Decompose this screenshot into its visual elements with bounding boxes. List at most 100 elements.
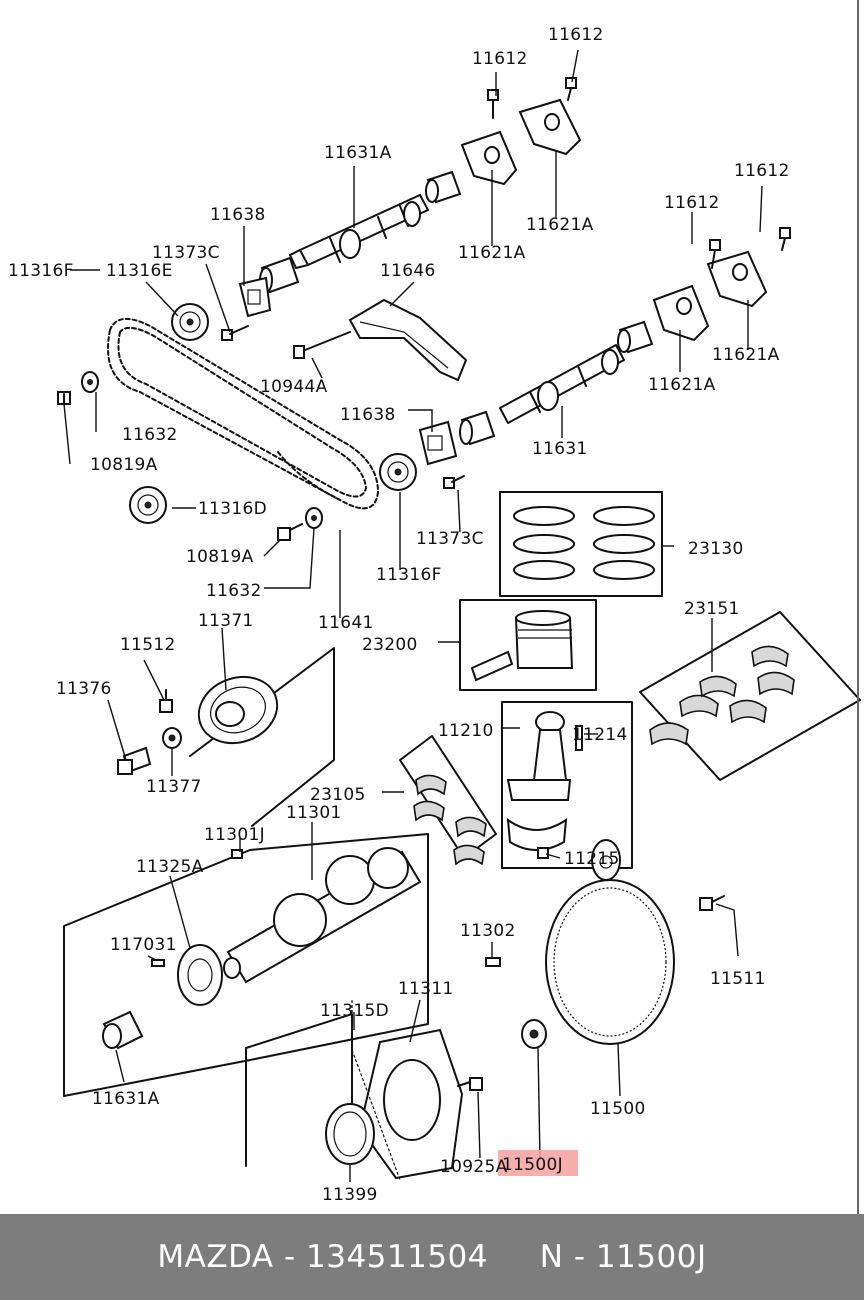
cam-cap-lower-1	[652, 284, 710, 342]
bolt-11373c-a	[221, 325, 249, 341]
piston-rings-23130	[499, 491, 663, 597]
highlight-11500j	[498, 1150, 578, 1176]
bolt-11376	[117, 746, 152, 775]
bolt-10819a-a	[57, 391, 71, 405]
label-23105: 23105	[310, 785, 366, 805]
label-11621a: 11621A	[526, 215, 594, 235]
label-11210: 11210	[438, 721, 494, 741]
label-11612: 11612	[734, 161, 790, 181]
label-10819a: 10819A	[186, 547, 254, 567]
key-11301j	[231, 849, 243, 859]
oil-seal-11399	[325, 1103, 375, 1165]
label-11621a: 11621A	[648, 375, 716, 395]
bolt-11612-a	[487, 89, 499, 119]
label-11631: 11631	[532, 439, 588, 459]
label-11500: 11500	[590, 1099, 646, 1119]
bolt-11612-b	[565, 77, 577, 101]
label-117031: 117031	[110, 935, 177, 955]
caption-text: MAZDA - 134511504 N - 11500J	[157, 1239, 707, 1275]
label-23130: 23130	[688, 539, 744, 559]
label-11316f: 11316F	[376, 565, 442, 585]
label-11612: 11612	[548, 25, 604, 45]
bolt-11512	[159, 689, 173, 713]
label-11301j: 11301J	[204, 825, 265, 845]
label-11316f: 11316F	[8, 261, 74, 281]
label-11311: 11311	[398, 979, 454, 999]
sprocket-11316d	[129, 486, 167, 524]
washer-11377	[162, 727, 182, 749]
label-10925a: 10925A	[440, 1157, 508, 1177]
label-11511: 11511	[710, 969, 766, 989]
bolt-11612-c	[709, 239, 721, 269]
bolt-11612-d	[779, 227, 791, 251]
label-11500j: 11500J	[502, 1155, 563, 1175]
rod-bearings-23105	[399, 735, 497, 866]
caption-bar: MAZDA - 134511504 N - 11500J	[0, 1214, 864, 1300]
label-11621a: 11621A	[458, 243, 526, 263]
camshaft-lower-part	[499, 344, 625, 424]
cam-cap-upper-2	[518, 98, 582, 156]
timing-chain-11641	[107, 318, 379, 510]
main-bearings-23151	[639, 611, 861, 781]
crank-pulley-11371	[189, 647, 335, 827]
label-11215: 11215	[564, 849, 620, 869]
leader-lines	[63, 49, 763, 1182]
bearing-upper-2	[425, 170, 462, 204]
sprocket-11316e	[171, 303, 209, 341]
bearing-lower-1	[459, 410, 496, 446]
bolt-10925a	[457, 1077, 483, 1091]
label-11612: 11612	[472, 49, 528, 69]
label-11399: 11399	[322, 1185, 378, 1205]
flywheel-11500	[545, 839, 675, 1045]
crank-sprocket-11325a	[177, 944, 223, 1006]
bolt-11373c-b	[443, 475, 465, 489]
sprocket-11316f	[379, 453, 417, 491]
gasket-11315d	[351, 1000, 401, 1181]
label-10819a: 10819A	[90, 455, 158, 475]
label-11632: 11632	[206, 581, 262, 601]
parts-diagram: 11612 11612 11631A 11621A 11621A 11638 1…	[8, 0, 861, 1214]
chain-guide-11646	[348, 298, 468, 382]
label-11612: 11612	[664, 193, 720, 213]
label-11646: 11646	[380, 261, 436, 281]
label-11512: 11512	[120, 635, 176, 655]
label-11631: 11631A	[324, 143, 392, 163]
label-11373c: 11373C	[416, 529, 484, 549]
label-11638: 11638	[340, 405, 396, 425]
label-23151: 23151	[684, 599, 740, 619]
label-11376: 11376	[56, 679, 112, 699]
label-23200: 23200	[362, 635, 418, 655]
washer-11632-a	[81, 371, 99, 393]
label-11631a: 11631A	[92, 1089, 160, 1109]
label-11641: 11641	[318, 613, 374, 633]
camshaft-upper-part	[289, 194, 429, 269]
label-11302: 11302	[460, 921, 516, 941]
label-11377: 11377	[146, 777, 202, 797]
cam-cap-lower-2	[706, 250, 768, 308]
label-11316e: 11316E	[106, 261, 173, 281]
pin-117031	[151, 959, 165, 967]
label-11315d: 11315D	[320, 1001, 389, 1021]
pin-11302	[485, 957, 501, 967]
crankshaft-11301	[63, 833, 429, 1097]
label-11316d: 11316D	[198, 499, 267, 519]
label-11325a: 11325A	[136, 857, 204, 877]
cam-cap-upper-1	[460, 130, 518, 186]
collar-11631a	[102, 1010, 144, 1050]
gasket-11638-b	[418, 420, 458, 466]
bearing-11500j	[521, 1019, 547, 1049]
label-11632: 11632	[122, 425, 178, 445]
label-11371: 11371	[198, 611, 254, 631]
label-11214: 11214	[572, 725, 628, 745]
piston-23200	[459, 599, 597, 691]
gasket-11638-a	[238, 276, 272, 318]
bolt-11511	[699, 895, 725, 911]
part-labels: 11612 11612 11631A 11621A 11621A 11638 1…	[8, 25, 790, 1205]
label-11373c: 11373C	[152, 243, 220, 263]
label-11638: 11638	[210, 205, 266, 225]
bolt-10819a-b	[277, 523, 303, 541]
label-10944a: 10944A	[260, 377, 328, 397]
label-11301: 11301	[286, 803, 342, 823]
bearing-lower-2	[617, 320, 654, 354]
washer-11632-b	[305, 507, 323, 529]
